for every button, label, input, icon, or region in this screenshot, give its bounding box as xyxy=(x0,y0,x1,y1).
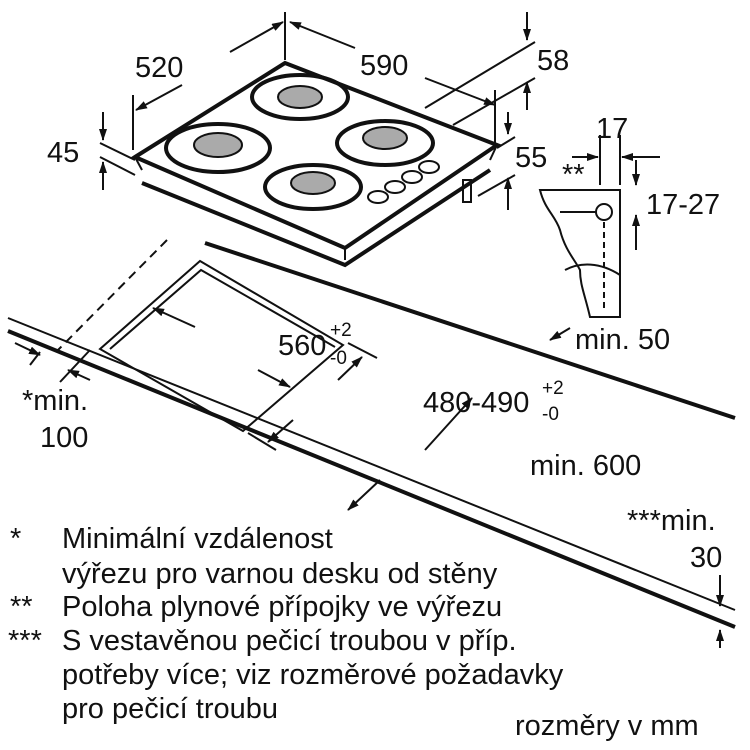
dim-connector-offset: 17 xyxy=(596,113,628,145)
dim-min-back: min. 50 xyxy=(575,324,670,356)
note-3-line-1: S vestavěnou pečicí troubou v příp. xyxy=(62,625,517,657)
burner-front xyxy=(263,163,363,211)
dim-min-wall-2: 100 xyxy=(40,422,88,454)
note-1-line-1: Minimální vzdálenost xyxy=(62,523,333,555)
dim-min-thickness-1: ***min. xyxy=(627,505,716,537)
dim-hob-width: 590 xyxy=(360,50,408,82)
dim-min-wall-1: *min. xyxy=(22,385,88,417)
footnotes: * Minimální vzdálenost výřezu pro varnou… xyxy=(8,523,564,725)
dim-cutout-depth: 480-490 xyxy=(423,387,529,419)
note-3-line-3: pro pečicí troubu xyxy=(62,693,278,725)
dim-connector-height: 55 xyxy=(515,142,547,174)
units-label: rozměry v mm xyxy=(515,710,699,742)
dim-top-thickness: 45 xyxy=(47,137,79,169)
note-2-marker: ** xyxy=(10,591,33,623)
connector-detail xyxy=(538,189,621,318)
hob xyxy=(130,60,502,268)
note-2-line-1: Poloha plynové přípojky ve výřezu xyxy=(62,591,502,623)
control-knobs xyxy=(367,160,440,204)
dim-cutout-depth-tol-minus: -0 xyxy=(542,404,559,425)
connector-marker: ** xyxy=(562,159,585,191)
dimension-lines xyxy=(14,12,724,648)
dim-cutout-width-tol-plus: +2 xyxy=(330,320,352,341)
burner-right xyxy=(335,119,435,167)
dim-connector-range: 17-27 xyxy=(646,189,720,221)
note-3-line-2: potřeby více; viz rozměrové požadavky xyxy=(62,659,564,691)
burner-back xyxy=(250,73,350,121)
dim-cutout-depth-tol-plus: +2 xyxy=(542,378,564,399)
dim-min-counter-depth: min. 600 xyxy=(530,450,641,482)
note-1-line-2: výřezu pro varnou desku od stěny xyxy=(62,558,498,590)
dim-hob-depth: 520 xyxy=(135,52,183,84)
dim-hob-height: 58 xyxy=(537,45,569,77)
dim-cutout-width: 560 xyxy=(278,330,326,362)
burner-left xyxy=(164,122,272,174)
cutout xyxy=(98,259,345,433)
note-1-marker: * xyxy=(10,523,21,555)
dim-cutout-width-tol-minus: -0 xyxy=(330,348,347,369)
gas-connector xyxy=(462,179,472,203)
note-3-marker: *** xyxy=(8,625,42,657)
dim-min-thickness-2: 30 xyxy=(690,542,722,574)
